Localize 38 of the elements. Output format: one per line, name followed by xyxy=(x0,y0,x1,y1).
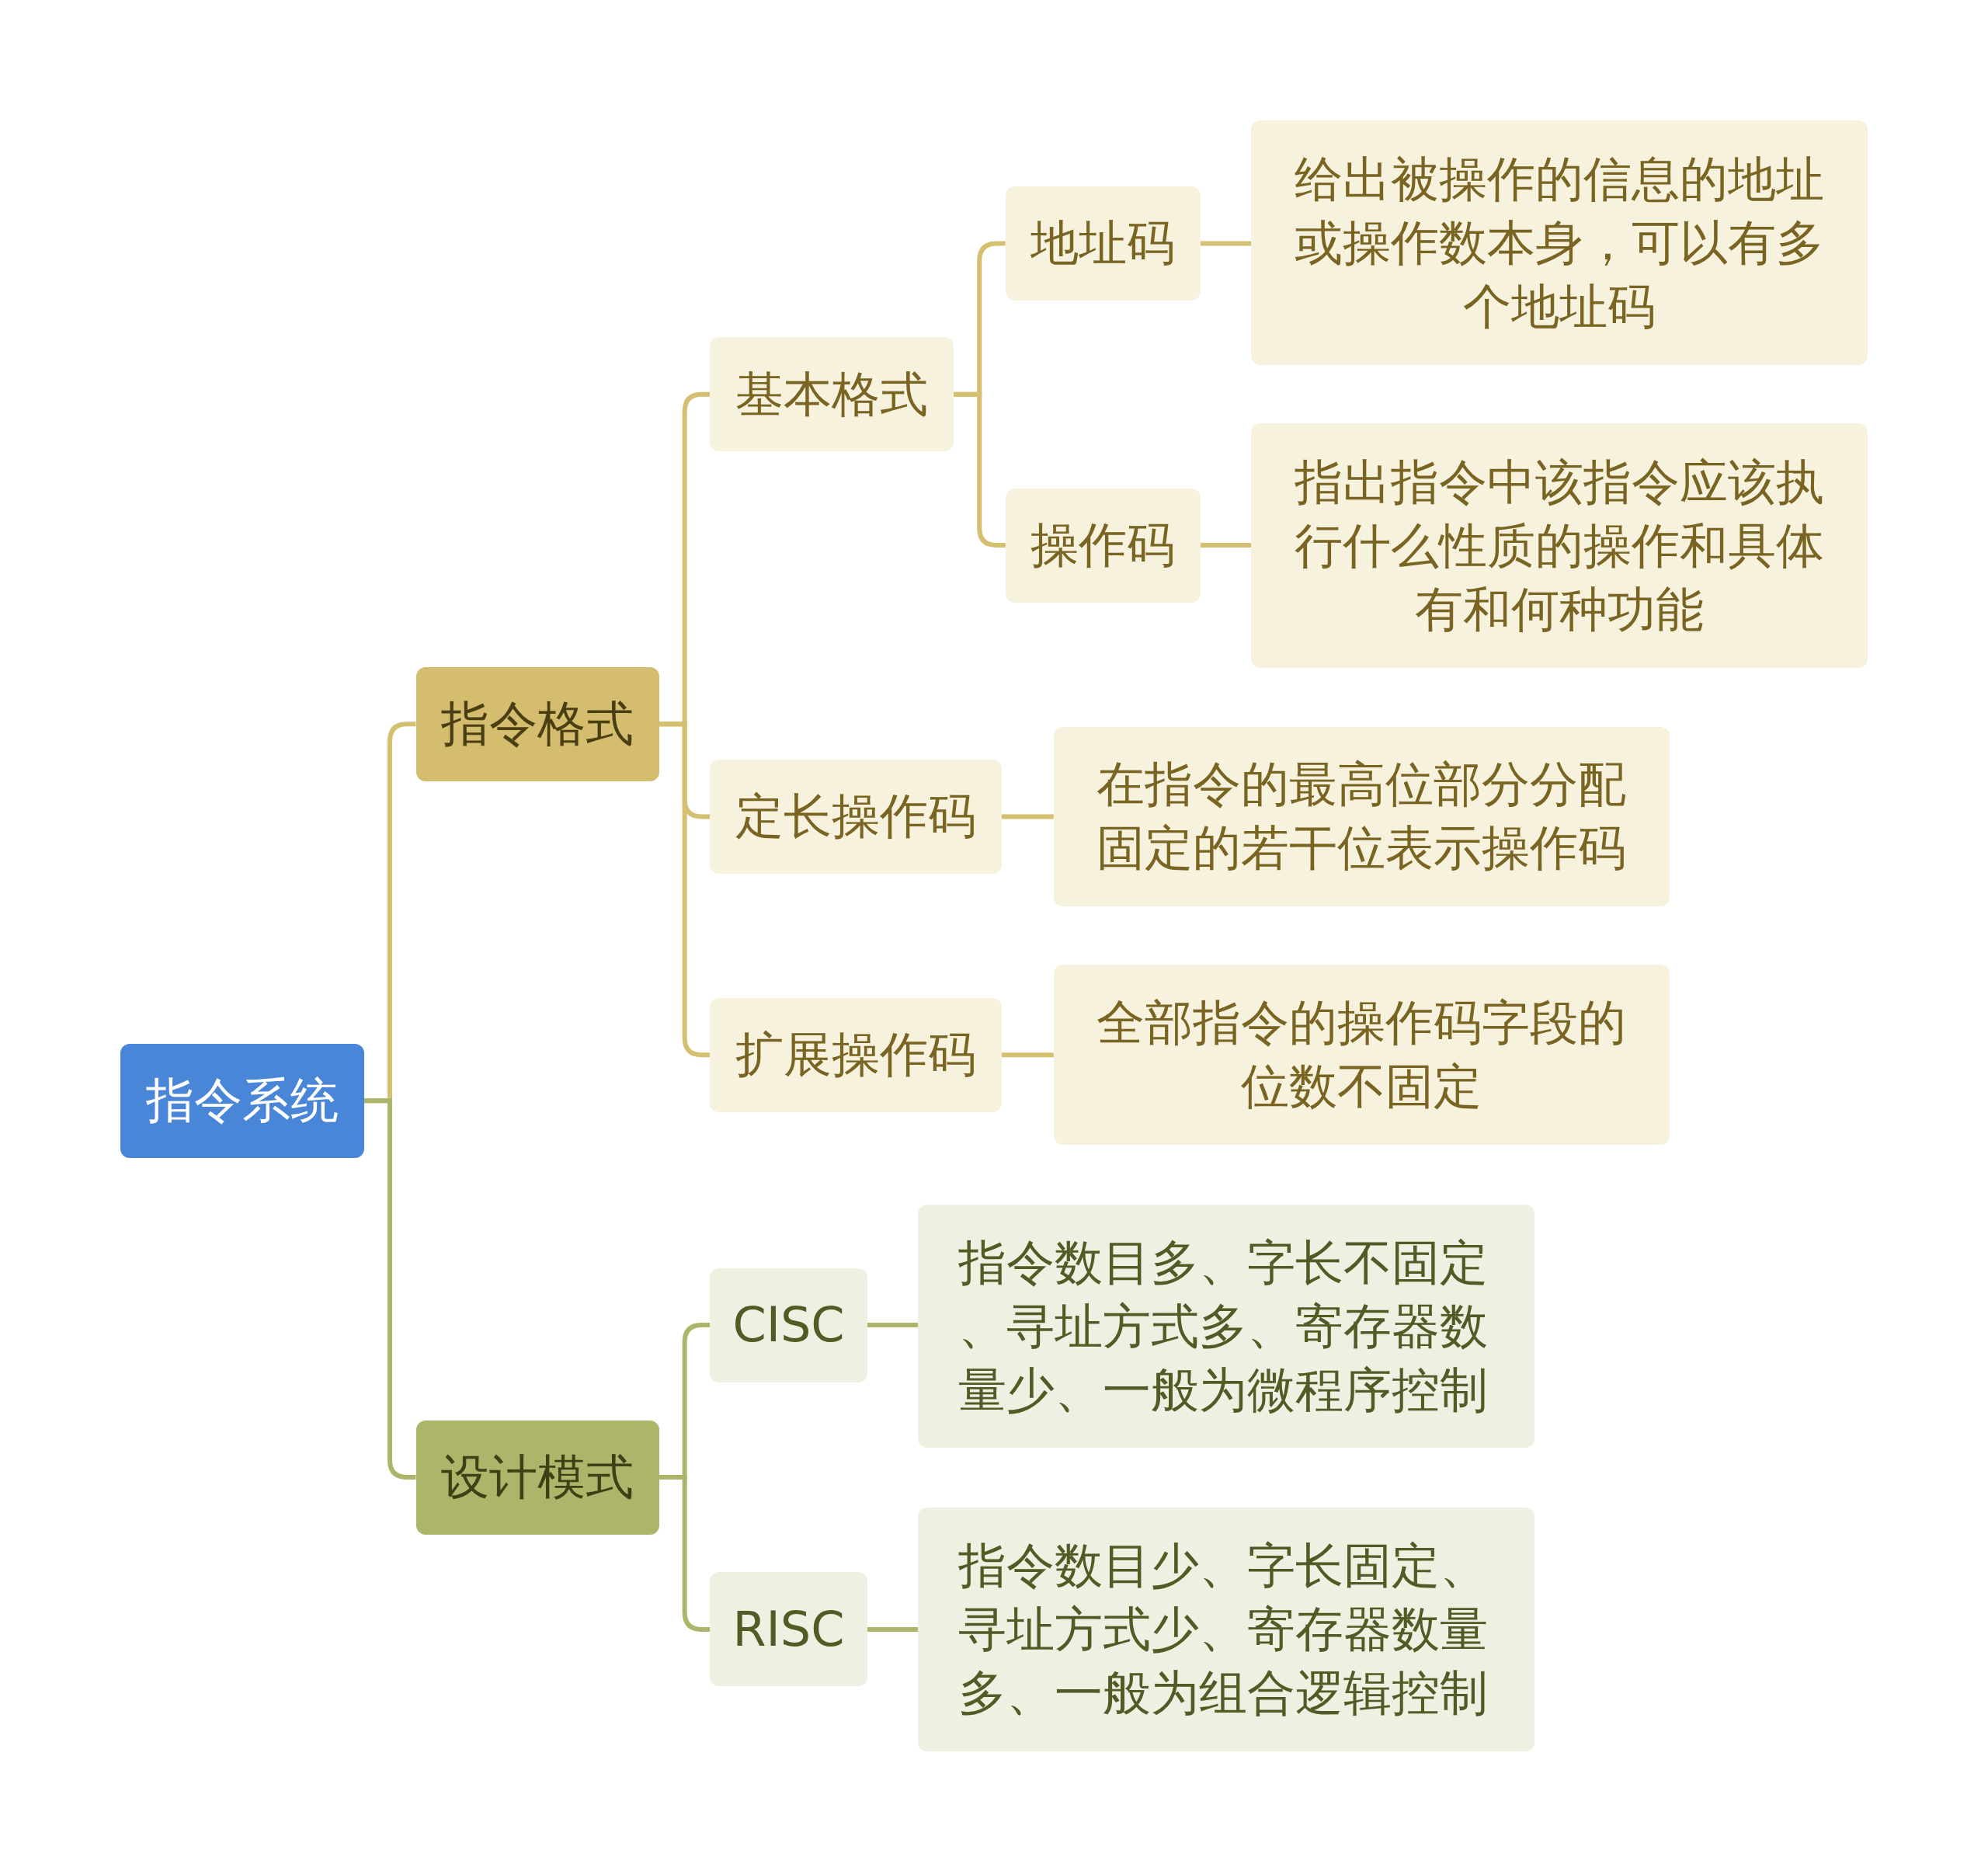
node-text: 定长操作码 xyxy=(735,787,977,847)
connector-line xyxy=(1201,241,1252,246)
subtopic-box xyxy=(710,1572,867,1687)
connector-line xyxy=(1001,1052,1054,1058)
connector-line xyxy=(1001,814,1054,819)
topic-box xyxy=(415,1420,659,1535)
connector-line xyxy=(867,1323,919,1328)
note-box xyxy=(1251,423,1868,669)
node-text: 指令格式 xyxy=(441,694,634,754)
node-text: 操作码 xyxy=(1030,516,1176,576)
topic-box xyxy=(415,666,659,781)
note-box xyxy=(1053,965,1670,1146)
node-text: 设计模式 xyxy=(441,1448,634,1508)
note-box xyxy=(918,1205,1534,1448)
node-text: 地址码 xyxy=(1030,214,1176,273)
subtopic-box xyxy=(710,997,1002,1112)
node-text: 给出被操作的信息的地址或操作数本身，可以有多个地址码 xyxy=(1294,149,1826,336)
subtopic-box xyxy=(710,337,954,452)
subtopic-box xyxy=(1005,488,1201,603)
note-box xyxy=(1053,726,1670,907)
note-box xyxy=(1251,120,1868,366)
node-text: CISC xyxy=(732,1295,845,1355)
subtopic-box xyxy=(1005,186,1201,301)
node-text: 在指令的最高位部分分配固定的若干位表示操作码 xyxy=(1096,755,1628,878)
node-text: 全部指令的操作码字段的位数不固定 xyxy=(1096,993,1628,1117)
connector-line xyxy=(867,1626,919,1632)
node-text: 指令数目少、字长固定、寻址方式少、寄存器数量多、一般为组合逻辑控制 xyxy=(958,1535,1489,1723)
note-box xyxy=(918,1508,1534,1751)
node-text: RISC xyxy=(732,1599,845,1659)
subtopic-box xyxy=(710,1268,867,1382)
node-text: 指令系统 xyxy=(145,1071,339,1131)
connector-line xyxy=(1201,543,1252,548)
node-text: 扩展操作码 xyxy=(735,1025,977,1085)
node-text: 指出指令中该指令应该执行什么性质的操作和具体有和何种功能 xyxy=(1294,452,1826,639)
node-text: 基本格式 xyxy=(735,364,928,424)
node-text: 指令数目多、字长不固定、寻址方式多、寄存器数量少、一般为微程序控制 xyxy=(958,1233,1489,1420)
subtopic-box xyxy=(710,759,1002,874)
root-topic-box xyxy=(120,1043,364,1158)
